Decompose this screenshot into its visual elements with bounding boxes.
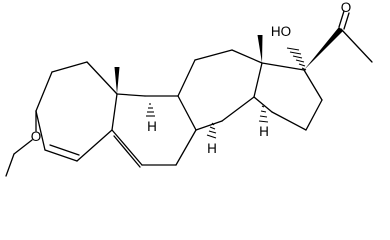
hydroxyl-label: HO <box>271 24 291 39</box>
carbonyl-double-bond <box>338 10 345 28</box>
bond <box>86 61 118 95</box>
bond <box>194 49 233 61</box>
double-bond <box>113 135 141 168</box>
bond <box>177 95 197 131</box>
bond <box>175 129 197 166</box>
double-bond <box>49 144 80 156</box>
bond <box>76 129 113 162</box>
bond <box>195 120 223 131</box>
acetyl-wedge <box>304 27 343 70</box>
bond <box>35 71 53 112</box>
h14-label: H <box>259 124 269 139</box>
bond <box>271 111 307 131</box>
methyl-wedge-c10 <box>114 67 120 94</box>
bond <box>177 59 196 97</box>
bond <box>111 93 118 131</box>
bond <box>44 149 78 162</box>
bond <box>253 96 273 113</box>
ether-oxygen-label: O <box>31 129 42 144</box>
bond <box>13 139 33 155</box>
h8-label: H <box>207 141 217 156</box>
bond <box>111 129 143 166</box>
bond <box>253 62 263 98</box>
h9-label: H <box>147 119 157 134</box>
hydroxyl-hash <box>286 47 307 71</box>
bond <box>261 62 305 71</box>
bond <box>303 69 323 101</box>
ketone-oxygen-label: O <box>341 0 352 15</box>
h8-hash <box>206 122 217 139</box>
bond <box>231 49 263 64</box>
h14-hash <box>258 105 269 123</box>
carbonyl-double-bond <box>343 12 350 30</box>
bond <box>305 99 323 131</box>
structural-formula: HO O O H H H <box>5 0 373 177</box>
bond <box>51 61 88 73</box>
bond <box>340 28 373 63</box>
bond <box>5 153 15 177</box>
h9-hash <box>146 103 155 117</box>
bond <box>221 96 255 122</box>
methyl-wedge-c13 <box>257 35 263 63</box>
bond <box>35 110 46 151</box>
bond <box>116 93 146 97</box>
